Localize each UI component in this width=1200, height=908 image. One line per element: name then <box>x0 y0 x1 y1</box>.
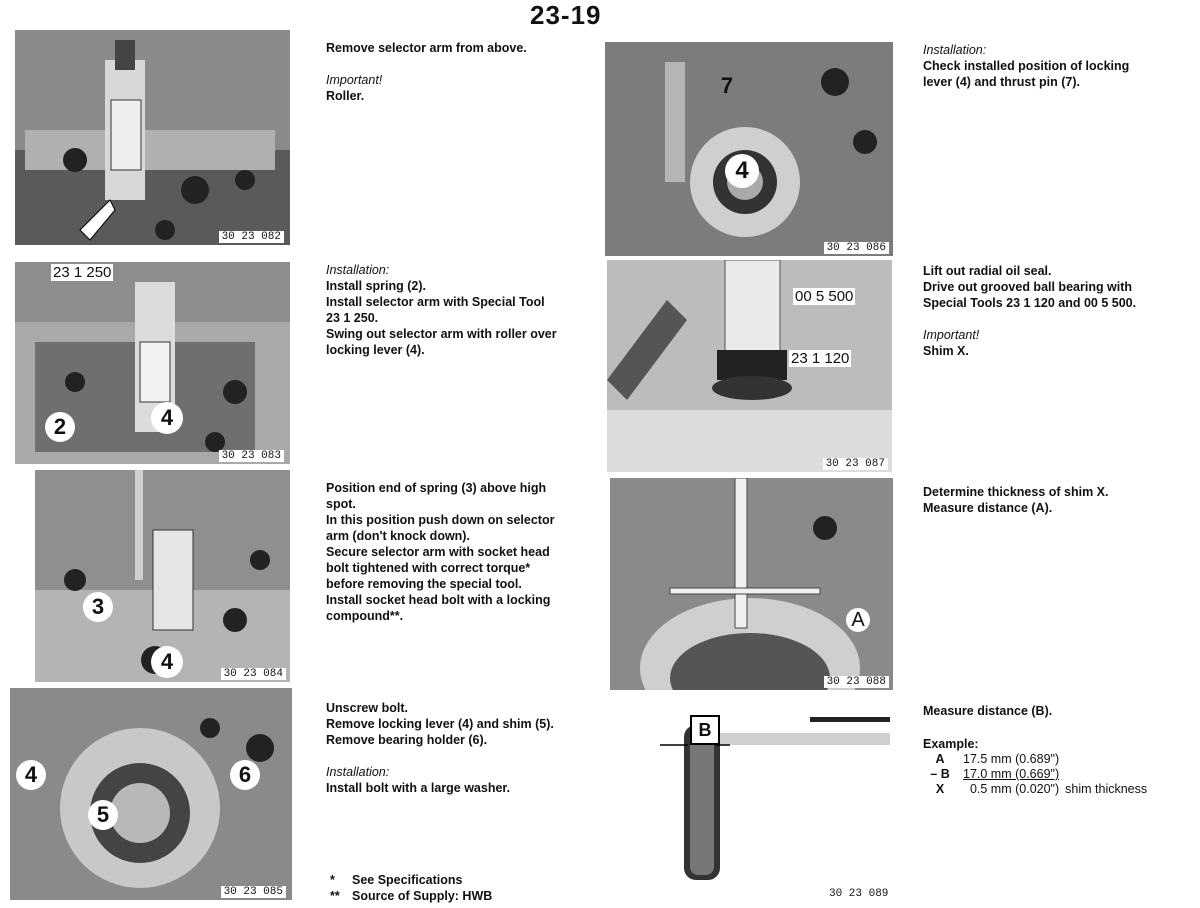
example-symbol: X <box>935 782 945 796</box>
callout-7: 7 <box>720 73 734 98</box>
example-value: 0.5 mm (0.020") <box>969 782 1060 796</box>
instruction-line: bolt tightened with correct torque* <box>326 561 531 575</box>
section-label: Installation: <box>923 43 987 57</box>
instruction-block: Installation: Check installed position of… <box>923 42 1193 90</box>
instruction-line: 23 1 250. <box>326 311 379 325</box>
photo-locking-lever-position: 7 4 30 23 086 <box>605 42 893 256</box>
instruction-line: Measure distance (A). <box>923 501 1053 515</box>
photo-selector-arm-removal: 30 23 082 <box>15 30 290 245</box>
example-note <box>1065 752 1153 767</box>
example-note <box>1065 767 1153 782</box>
example-row: X 0.5 mm (0.020") shim thickness <box>923 782 1153 797</box>
figure-caption: 30 23 088 <box>823 676 889 688</box>
footnote-text: See Specifications <box>352 873 463 887</box>
example-block: Example: A 17.5 mm (0.689") – B 17.0 mm … <box>923 736 1198 797</box>
callout-4: 4 <box>725 154 759 188</box>
photo-position-spring: 3 4 30 23 084 <box>35 470 290 682</box>
spacer <box>326 748 596 764</box>
instruction-line: Special Tools 23 1 120 and 00 5 500. <box>923 296 1137 310</box>
callout-4: 4 <box>151 402 183 434</box>
example-note: shim thickness <box>1065 782 1148 796</box>
instruction-line: locking lever (4). <box>326 343 425 357</box>
figure-caption: 30 23 084 <box>220 668 286 680</box>
instruction-line: Measure distance (B). <box>923 704 1053 718</box>
instruction-line: Install socket head bolt with a locking <box>326 593 551 607</box>
instruction-block: Unscrew bolt. Remove locking lever (4) an… <box>326 700 596 796</box>
instruction-line: before removing the special tool. <box>326 577 522 591</box>
example-value: 17.5 mm (0.689") <box>963 752 1060 766</box>
footnote-mark: * <box>330 873 335 887</box>
instruction-line: Unscrew bolt. <box>326 701 408 715</box>
photo-drive-out-bearing: 00 5 500 23 1 120 30 23 087 <box>607 260 892 472</box>
instruction-line: spot. <box>326 497 356 511</box>
figure-caption: 30 23 082 <box>218 231 284 243</box>
callout-4: 4 <box>151 646 183 678</box>
instruction-line: Install spring (2). <box>326 279 427 293</box>
callout-6: 6 <box>230 760 260 790</box>
instruction-block: Installation: Install spring (2). Install … <box>326 262 596 358</box>
figure-caption: 30 23 086 <box>823 242 889 254</box>
instruction-line: Install selector arm with Special Tool <box>326 295 545 309</box>
callout-b: B <box>690 715 720 745</box>
example-row: – B 17.0 mm (0.669") <box>923 767 1153 782</box>
photo-measure-distance-b: B <box>660 695 890 880</box>
footnote-text: Source of Supply: HWB <box>352 889 493 903</box>
instruction-block: Remove selector arm from above. Important… <box>326 40 596 104</box>
instruction-line: lever (4) and thrust pin (7). <box>923 75 1080 89</box>
section-label: Installation: <box>326 765 390 779</box>
instruction-line: Drive out grooved ball bearing with <box>923 280 1133 294</box>
spacer <box>326 56 596 72</box>
instruction-block: Lift out radial oil seal. Drive out groov… <box>923 263 1193 359</box>
example-value: 17.0 mm (0.669") <box>963 767 1060 781</box>
callout-5: 5 <box>88 800 118 830</box>
section-label: Installation: <box>326 263 390 277</box>
instruction-line: In this position push down on selector <box>326 513 555 527</box>
footnotes: * See Specifications ** Source of Supply: … <box>330 872 590 904</box>
instruction-line: Check installed position of locking <box>923 59 1130 73</box>
callout-4: 4 <box>16 760 46 790</box>
instruction-line: Lift out radial oil seal. <box>923 264 1052 278</box>
section-label: Important! <box>923 328 980 342</box>
tool-label: 23 1 120 <box>789 350 852 367</box>
example-symbol: – B <box>930 767 950 781</box>
photo-install-spring: 23 1 250 2 4 30 23 083 <box>15 262 290 464</box>
callout-3: 3 <box>83 592 113 622</box>
instruction-line: Install bolt with a large washer. <box>326 781 511 795</box>
spacer <box>923 311 1193 327</box>
instruction-line: Swing out selector arm with roller over <box>326 327 557 341</box>
instruction-block: Position end of spring (3) above high spo… <box>326 480 596 624</box>
footnote-mark: ** <box>330 889 340 903</box>
callout-2: 2 <box>45 412 75 442</box>
callout-a: A <box>846 608 870 632</box>
instruction-line: Remove selector arm from above. <box>326 41 527 55</box>
photo-bearing-holder: 4 5 6 30 23 085 <box>10 688 292 900</box>
figure-caption: 30 23 089 <box>826 888 892 900</box>
section-label: Important! <box>326 73 383 87</box>
instruction-line: arm (don't knock down). <box>326 529 470 543</box>
instruction-line: Determine thickness of shim X. <box>923 485 1109 499</box>
instruction-line: Position end of spring (3) above high <box>326 481 547 495</box>
figure-caption: 30 23 087 <box>822 458 888 470</box>
example-row: A 17.5 mm (0.689") <box>923 752 1153 767</box>
instruction-line: Roller. <box>326 89 365 103</box>
instruction-block: Measure distance (B). <box>923 703 1193 719</box>
example-table: A 17.5 mm (0.689") – B 17.0 mm (0.669") … <box>923 752 1153 797</box>
example-heading: Example: <box>923 737 979 751</box>
instruction-line: Remove locking lever (4) and shim (5). <box>326 717 554 731</box>
example-symbol: A <box>935 752 945 766</box>
figure-caption: 30 23 085 <box>220 886 286 898</box>
instruction-line: Shim X. <box>923 344 969 358</box>
instruction-line: Secure selector arm with socket head <box>326 545 550 559</box>
figure-caption: 30 23 083 <box>218 450 284 462</box>
tool-label: 00 5 500 <box>793 288 856 305</box>
instruction-line: compound**. <box>326 609 404 623</box>
instruction-block: Determine thickness of shim X. Measure di… <box>923 484 1193 516</box>
instruction-line: Remove bearing holder (6). <box>326 733 488 747</box>
page-number: 23-19 <box>530 0 602 30</box>
tool-label: 23 1 250 <box>51 264 114 281</box>
photo-measure-distance-a: A 30 23 088 <box>610 478 893 690</box>
